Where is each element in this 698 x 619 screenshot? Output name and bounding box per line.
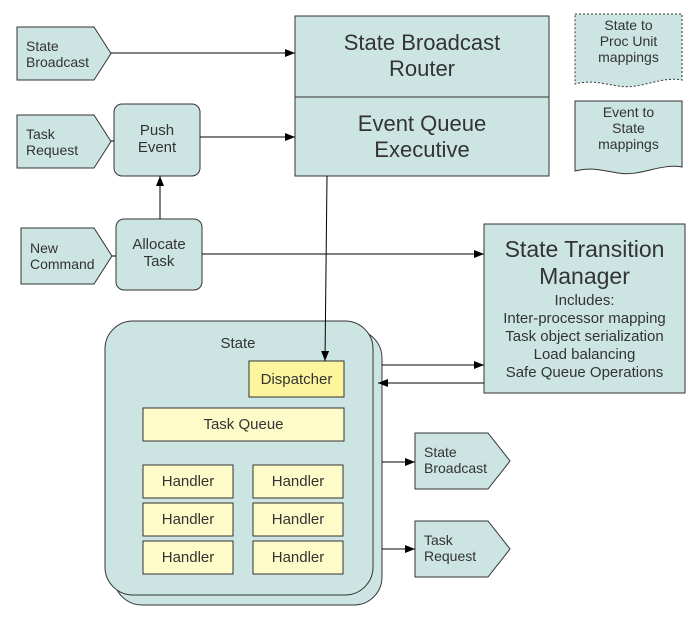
dispatcher-shape — [248, 360, 345, 398]
state-transition-manager-shape — [483, 223, 686, 394]
handler-shape — [252, 540, 344, 575]
input-new-command-shape — [20, 227, 113, 285]
task-queue-shape — [142, 407, 345, 442]
handler-shape — [142, 464, 234, 499]
state-broadcast-router-shape — [294, 15, 550, 98]
event-to-state-doc-label: Event to State mappings — [598, 104, 659, 153]
output-state-broadcast-label: State Broadcast — [424, 444, 488, 477]
push-event-label: Push Event — [137, 122, 177, 157]
state-broadcast-router-label: State Broadcast Router — [343, 30, 501, 81]
handler-label: Handler — [161, 511, 215, 528]
event-queue-executive-label: Event Queue Executive — [357, 111, 487, 162]
allocate-task-label: Allocate Task — [132, 236, 186, 271]
state-transition-manager-title: State Transition Manager — [504, 236, 665, 290]
output-task-request-label: Task Request — [424, 532, 477, 565]
event-to-state-doc-shape — [574, 100, 683, 175]
input-task-request-shape — [16, 114, 112, 169]
input-task-request-label: Task Request — [26, 126, 79, 159]
task-queue-label: Task Queue — [203, 416, 284, 433]
state-to-proc-doc-shape — [574, 13, 683, 88]
event-queue-executive-shape — [294, 96, 550, 177]
handler-shape — [252, 502, 344, 537]
handler-label: Handler — [271, 549, 325, 566]
handler-shape — [142, 540, 234, 575]
manager-include-item: Load balancing — [533, 346, 636, 363]
handler-label: Handler — [161, 549, 215, 566]
manager-includes-heading: Includes: — [554, 292, 615, 309]
input-state-broadcast-shape — [16, 26, 112, 81]
state-to-proc-doc-label: State to Proc Unit mappings — [598, 17, 659, 66]
input-new-command-label: New Command — [30, 240, 95, 273]
state-title: State — [220, 335, 256, 352]
handler-shape — [142, 502, 234, 537]
output-task-request-shape — [414, 520, 511, 578]
output-state-broadcast-shape — [414, 432, 511, 490]
arrow-executive-to-dispatcher — [321, 175, 330, 362]
handler-shape — [252, 464, 344, 499]
handler-label: Handler — [271, 511, 325, 528]
handler-label: Handler — [271, 473, 325, 490]
handler-label: Handler — [161, 473, 215, 490]
dispatcher-label: Dispatcher — [260, 371, 333, 388]
input-state-broadcast-label: State Broadcast — [26, 38, 90, 71]
manager-include-item: Safe Queue Operations — [505, 364, 664, 381]
manager-include-item: Inter-processor mapping — [503, 310, 666, 327]
manager-include-item: Task object serialization — [505, 328, 664, 345]
